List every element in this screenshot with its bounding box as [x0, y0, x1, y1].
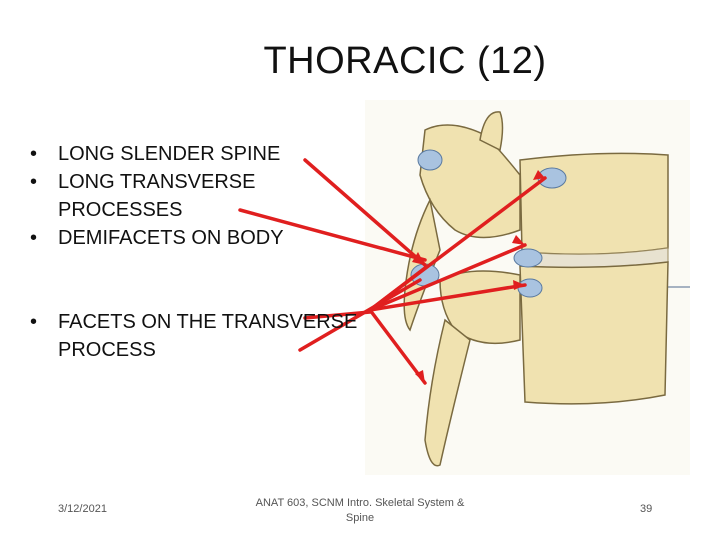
arrow-demifacet-d — [368, 283, 527, 312]
arrow-demifacet-b — [368, 176, 547, 312]
footer-course: ANAT 603, SCNM Intro. Skeletal System & … — [255, 497, 465, 524]
bullet-item: LONG TRANSVERSE PROCESSES — [30, 168, 360, 224]
arrow-head-2 — [533, 170, 545, 180]
lower-vertebral-body — [519, 261, 669, 405]
bullet-list: LONG SLENDER SPINE LONG TRANSVERSE PROCE… — [30, 140, 360, 364]
arrow-heads — [412, 170, 545, 383]
lower-demifacet-lower — [517, 278, 543, 298]
upper-vertebral-body — [519, 152, 669, 255]
arrow-demifacet-c — [368, 243, 527, 312]
upper-posterior-arch — [419, 124, 521, 239]
slide-title: THORACIC (12) — [263, 40, 547, 82]
arrow-head-1 — [412, 252, 425, 265]
bullet-item: DEMIFACETS ON BODY — [30, 224, 360, 252]
footer-date: 3/12/2021 — [58, 503, 107, 515]
footer-page-number: 39 — [640, 503, 653, 515]
bullet-item: FACETS ON THE TRANSVERSE PROCESS — [30, 308, 360, 364]
bullet-item: LONG SLENDER SPINE — [30, 140, 360, 168]
arrow-head-3 — [512, 235, 525, 245]
arrow-lower — [368, 308, 427, 385]
superior-articular-process — [479, 111, 504, 152]
arrow-head-5 — [415, 370, 425, 383]
lower-spinous-process — [424, 318, 471, 467]
upper-transverse-facet — [417, 149, 443, 171]
arrow-head-4 — [513, 280, 525, 290]
lower-demifacet-upper — [513, 248, 543, 268]
